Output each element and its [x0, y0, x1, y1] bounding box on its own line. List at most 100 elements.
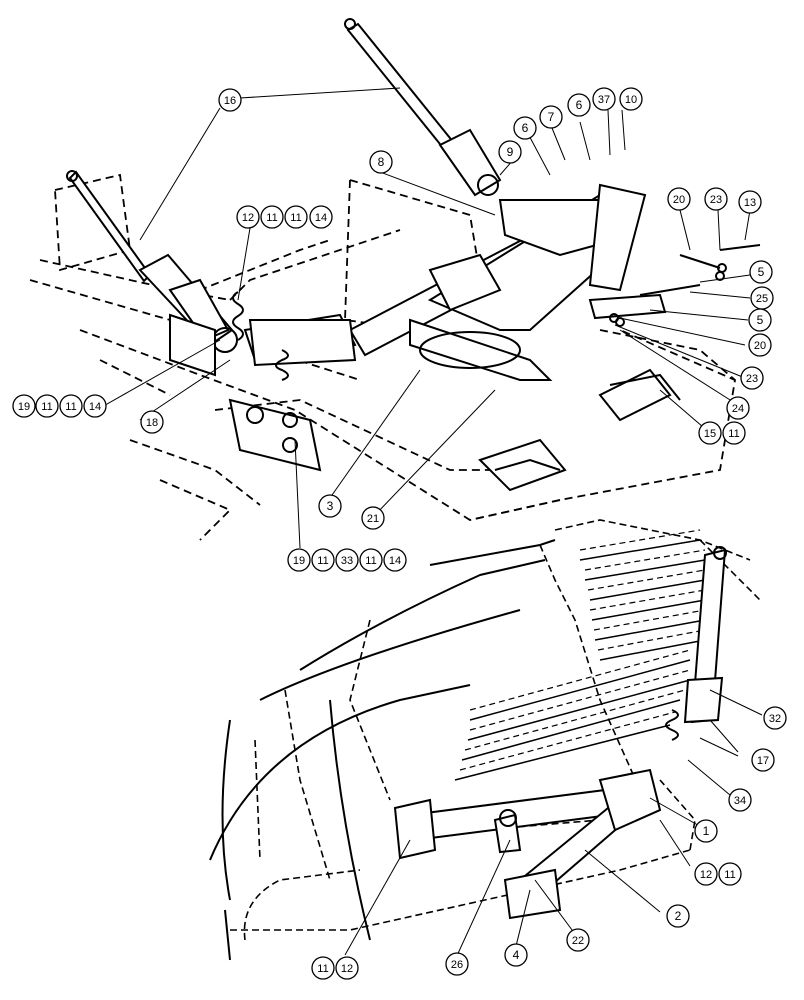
callout-11: 11: [284, 205, 308, 229]
springs: [232, 291, 289, 381]
callout-circle: [140, 410, 164, 434]
callout-label: 12: [341, 963, 353, 975]
callout-label: 7: [548, 110, 555, 124]
callout-label: 11: [728, 428, 739, 440]
callout-label: 18: [146, 417, 158, 429]
callout-circle: [35, 394, 59, 418]
callout-circle: [738, 190, 762, 214]
callout-label: 26: [451, 959, 463, 971]
callout-label: 23: [746, 373, 758, 385]
leader-lines: [99, 87, 751, 549]
callout-label: 20: [754, 340, 766, 352]
callout-11: 11: [311, 548, 335, 572]
callout-label: 34: [734, 795, 746, 807]
lower-assembly-view: [209, 519, 763, 961]
callout-11: 11: [35, 394, 59, 418]
pin-and-washers: [609, 244, 761, 327]
callout-label: 10: [625, 94, 637, 106]
callout-circle: [361, 506, 385, 530]
lower-tilt-bar: [393, 768, 662, 920]
callout-15: 15: [698, 421, 722, 445]
callout-label: 25: [756, 293, 768, 305]
callout-label: 1: [703, 824, 710, 838]
callout-34: 34: [728, 788, 752, 812]
callout-label: 22: [572, 935, 584, 947]
callout-circle: [694, 862, 718, 886]
callout-5: 5: [748, 308, 772, 332]
hood-outline-dashed: [230, 519, 761, 941]
callout-11: 11: [718, 862, 742, 886]
callout-circle: [369, 150, 393, 174]
callout-circle: [698, 421, 722, 445]
callout-6: 6: [513, 116, 537, 140]
callout-label: 24: [732, 403, 744, 415]
callout-circle: [667, 187, 691, 211]
grille-slats: [454, 539, 706, 781]
callout-circle: [722, 421, 746, 445]
callout-label: 14: [315, 212, 327, 224]
callout-12: 12: [694, 862, 718, 886]
hood-outline: [209, 539, 556, 961]
callout-circle: [740, 366, 764, 390]
callout-circle: [83, 394, 107, 418]
callout-label: 6: [522, 121, 529, 135]
tilt-frame-tubes: [243, 183, 667, 381]
callout-label: 13: [744, 197, 756, 209]
callout-label: 11: [317, 963, 328, 975]
callout-11: 11: [722, 421, 746, 445]
callout-circle: [284, 205, 308, 229]
callout-12: 12: [335, 956, 359, 980]
frame-outline-dashed: [29, 173, 737, 541]
callout-circle: [726, 396, 750, 420]
callout-circle: [383, 548, 407, 572]
callout-circle: [445, 952, 469, 976]
mount-bracket: [169, 313, 322, 472]
callout-8: 8: [369, 150, 393, 174]
callout-14: 14: [383, 548, 407, 572]
callout-circle: [567, 93, 591, 117]
callout-label: 11: [724, 869, 735, 881]
callout-label: 11: [41, 401, 52, 413]
callout-circle: [619, 87, 643, 111]
callout-circle: [359, 548, 383, 572]
callout-circle: [335, 548, 359, 572]
callout-9: 9: [498, 140, 522, 164]
callout-label: 5: [758, 265, 765, 279]
callout-22: 22: [566, 928, 590, 952]
callout-label: 23: [710, 194, 722, 206]
callout-label: 11: [317, 555, 328, 567]
callout-circle: [748, 333, 772, 357]
callout-26: 26: [445, 952, 469, 976]
callout-10: 10: [619, 87, 643, 111]
callout-11: 11: [311, 956, 335, 980]
callout-circle: [763, 706, 787, 730]
callout-label: 4: [513, 948, 520, 962]
callout-label: 11: [290, 212, 301, 224]
callout-label: 17: [757, 755, 769, 767]
callout-33: 33: [335, 548, 359, 572]
callout-circle: [749, 260, 773, 284]
upper-assembly-view: [29, 18, 761, 549]
callout-circle: [309, 205, 333, 229]
callout-20: 20: [748, 333, 772, 357]
callout-label: 8: [378, 155, 385, 169]
callout-21: 21: [361, 506, 385, 530]
callout-label: 12: [700, 869, 712, 881]
callout-circle: [592, 87, 616, 111]
callout-6: 6: [567, 93, 591, 117]
callout-12: 12: [236, 205, 260, 229]
callout-circle: [718, 862, 742, 886]
callout-label: 11: [266, 212, 277, 224]
callout-23: 23: [740, 366, 764, 390]
callout-circle: [335, 956, 359, 980]
callout-circle: [666, 904, 690, 928]
callout-2: 2: [666, 904, 690, 928]
callout-circle: [287, 548, 311, 572]
callout-label: 11: [365, 555, 376, 567]
callout-label: 37: [598, 94, 610, 106]
left-hydraulic-cylinder: [66, 170, 238, 353]
callout-label: 11: [65, 401, 76, 413]
callout-20: 20: [667, 187, 691, 211]
callout-circle: [260, 205, 284, 229]
